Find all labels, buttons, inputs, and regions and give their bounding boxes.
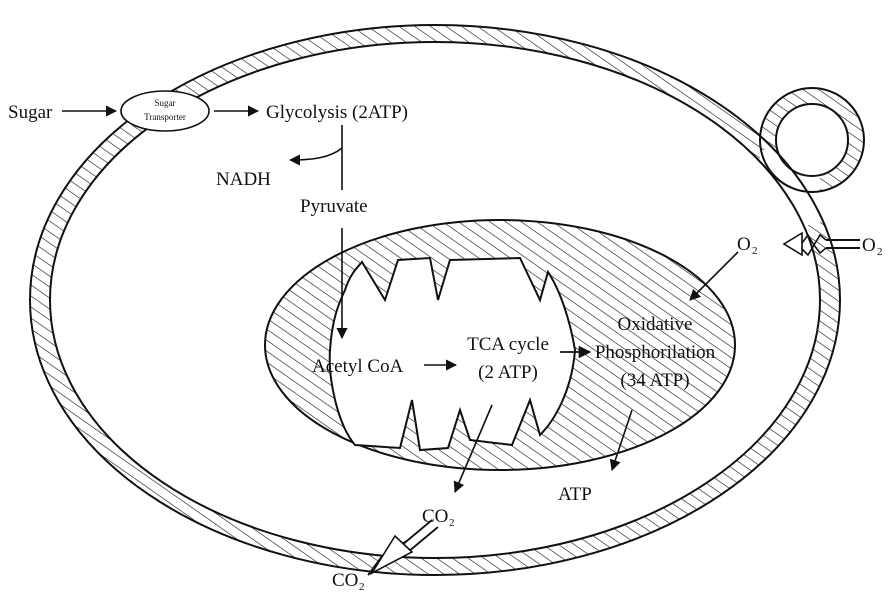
svg-text:O: O [737, 234, 751, 255]
atp-label: ATP [558, 484, 592, 505]
svg-text:2: 2 [752, 245, 758, 257]
oxphos-label-1: Oxidative [618, 314, 693, 335]
nadh-label: NADH [216, 169, 271, 190]
svg-text:O: O [862, 235, 876, 256]
sugar-label: Sugar [8, 102, 53, 123]
glycolysis-label: Glycolysis (2ATP) [266, 102, 408, 123]
svg-text:2: 2 [449, 517, 455, 529]
tca-cycle-label: TCA cycle [467, 334, 549, 355]
oxphos-label-2: Phosphorilation [595, 342, 716, 363]
sugar-transporter-label-1: Sugar [155, 98, 176, 108]
svg-text:CO: CO [332, 570, 358, 591]
svg-text:2: 2 [877, 246, 883, 258]
svg-text:2: 2 [359, 581, 365, 592]
sugar-transporter-label-2: Transporter [144, 112, 186, 122]
pyruvate-label: Pyruvate [300, 196, 368, 217]
acetyl-coa-label: Acetyl CoA [312, 356, 404, 377]
oxphos-label-3: (34 ATP) [620, 370, 689, 391]
svg-text:CO: CO [422, 506, 448, 527]
tca-atp-label: (2 ATP) [478, 362, 538, 383]
sugar-transporter: Sugar Transporter [121, 91, 209, 131]
